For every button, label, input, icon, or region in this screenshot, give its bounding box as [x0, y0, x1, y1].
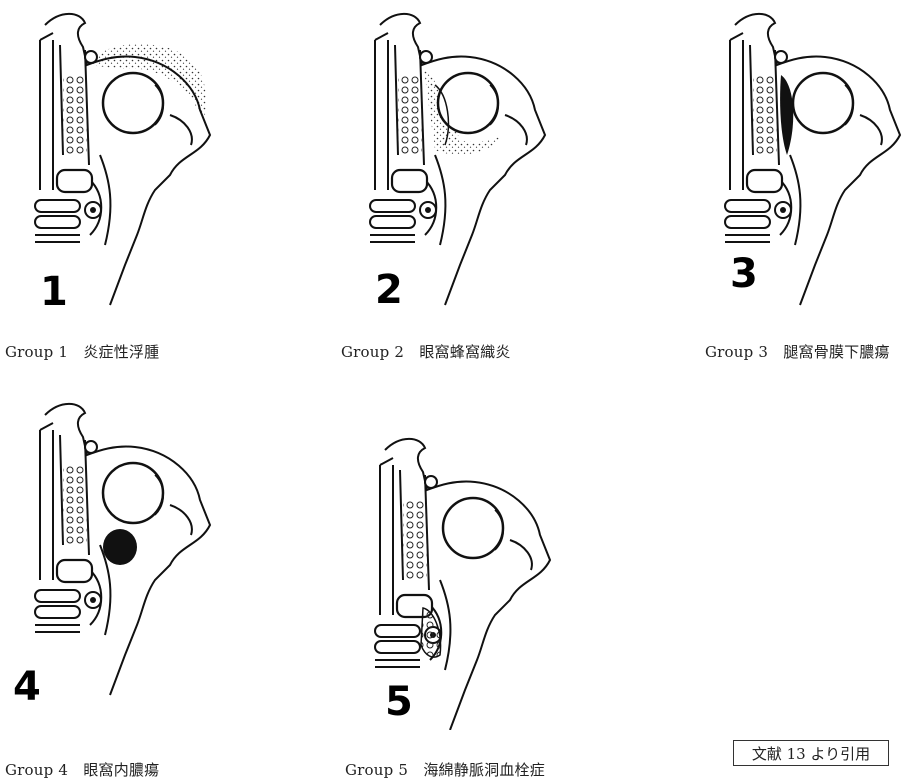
caption-group-1: Group 1 炎症性浮腫 — [5, 341, 159, 362]
orbit-diagram-5: 5 — [345, 430, 560, 730]
orbit-diagram-3: 3 — [695, 5, 910, 310]
orbital-abscess-mark — [103, 529, 137, 565]
orbit-diagram-panel-5: 5 — [345, 430, 560, 730]
orbit-diagram-4: 4 — [5, 395, 220, 715]
subperiosteal-abscess-mark — [780, 75, 793, 155]
panel-number-5: 5 — [385, 679, 413, 725]
orbit-diagram-panel-2: 2 — [340, 5, 555, 310]
panel-number-3: 3 — [730, 251, 758, 297]
panel-number-1: 1 — [40, 269, 68, 310]
orbit-diagram-panel-4: 4 — [5, 395, 220, 715]
caption-group-2: Group 2 眼窩蜂窩織炎 — [341, 341, 511, 362]
orbit-diagram-1: 1 — [5, 5, 220, 310]
caption-group-4: Group 4 眼窩内膿瘍 — [5, 759, 159, 780]
panel-number-4: 4 — [13, 664, 41, 710]
orbit-diagram-panel-1: 1 — [5, 5, 220, 310]
caption-group-5: Group 5 海綿静脈洞血栓症 — [345, 759, 545, 780]
orbit-diagram-panel-3: 3 — [695, 5, 910, 310]
panel-number-2: 2 — [375, 267, 403, 310]
caption-group-3: Group 3 腿窩骨膜下膿瘍 — [705, 341, 890, 362]
orbit-diagram-2: 2 — [340, 5, 555, 310]
citation-box: 文献 13 より引用 — [733, 740, 889, 766]
